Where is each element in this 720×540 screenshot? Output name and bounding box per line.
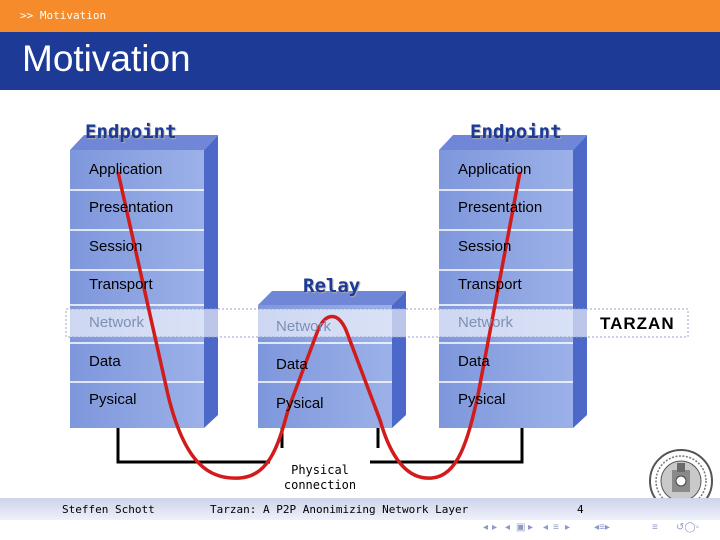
right-layer-physical: Pysical	[458, 391, 506, 408]
next-frame-icon[interactable]: ▸	[528, 522, 534, 533]
right-layer-application: Application	[458, 161, 532, 178]
left-layer-application: Application	[89, 161, 163, 178]
right-layer-transport: Transport	[458, 276, 522, 293]
next-subsection-icon[interactable]: ◂≡▸	[594, 522, 610, 533]
prev-subsection-icon[interactable]: ▸	[565, 522, 571, 533]
prev-slide-icon[interactable]: ▸	[492, 522, 498, 533]
left-endpoint-stack	[70, 135, 218, 428]
prev-frame-icon[interactable]: ▣	[516, 522, 526, 533]
relay-layer-physical: Pysical	[276, 395, 324, 412]
right-layer-presentation: Presentation	[458, 199, 543, 216]
left-layer-transport: Transport	[89, 276, 153, 293]
footer-author: Steffen Schott	[62, 503, 155, 516]
right-layer-data: Data	[458, 353, 490, 370]
title-bar: Motivation	[0, 32, 720, 90]
relay-label: Relay	[303, 275, 361, 297]
left-layer-session: Session	[89, 238, 143, 255]
tarzan-label: TARZAN	[600, 314, 675, 333]
breadcrumb[interactable]: >> Motivation	[20, 9, 107, 22]
left-layer-physical: Pysical	[89, 391, 137, 408]
right-layer-network: Network	[458, 314, 514, 331]
prev-section-icon[interactable]: ◂	[543, 522, 549, 533]
next-slide-icon[interactable]: ◂	[505, 522, 511, 533]
page-title: Motivation	[22, 38, 191, 79]
left-layer-network: Network	[89, 314, 145, 331]
next-section-icon[interactable]: ≡	[553, 522, 559, 533]
physical-connection-line1: Physical	[291, 463, 349, 477]
left-layer-presentation: Presentation	[89, 199, 174, 216]
university-seal-logo	[649, 449, 713, 513]
footer-talk-title: Tarzan: A P2P Anonimizing Network Layer	[210, 503, 469, 516]
physical-connection-caption: Physical connection	[275, 463, 365, 493]
physical-connection-line2: connection	[283, 478, 357, 492]
relay-layer-network: Network	[276, 318, 332, 335]
search-icon[interactable]: ↺◯◦	[676, 522, 700, 533]
tarzan-layer-band	[65, 308, 689, 338]
right-endpoint-label: Endpoint	[470, 121, 562, 143]
relay-layer-data: Data	[276, 356, 308, 373]
data-path-line	[116, 171, 522, 480]
right-layer-session: Session	[458, 238, 512, 255]
left-layer-data: Data	[89, 353, 121, 370]
first-slide-icon[interactable]: ◂	[483, 522, 489, 533]
footer-bar: Steffen Schott Tarzan: A P2P Anonimizing…	[0, 498, 720, 520]
left-endpoint-label: Endpoint	[85, 121, 177, 143]
outline-icon[interactable]: ≡	[652, 522, 658, 533]
footer-page-number: 4	[577, 503, 584, 516]
breadcrumb-bar: >> Motivation	[0, 0, 720, 32]
right-endpoint-stack	[439, 135, 587, 428]
